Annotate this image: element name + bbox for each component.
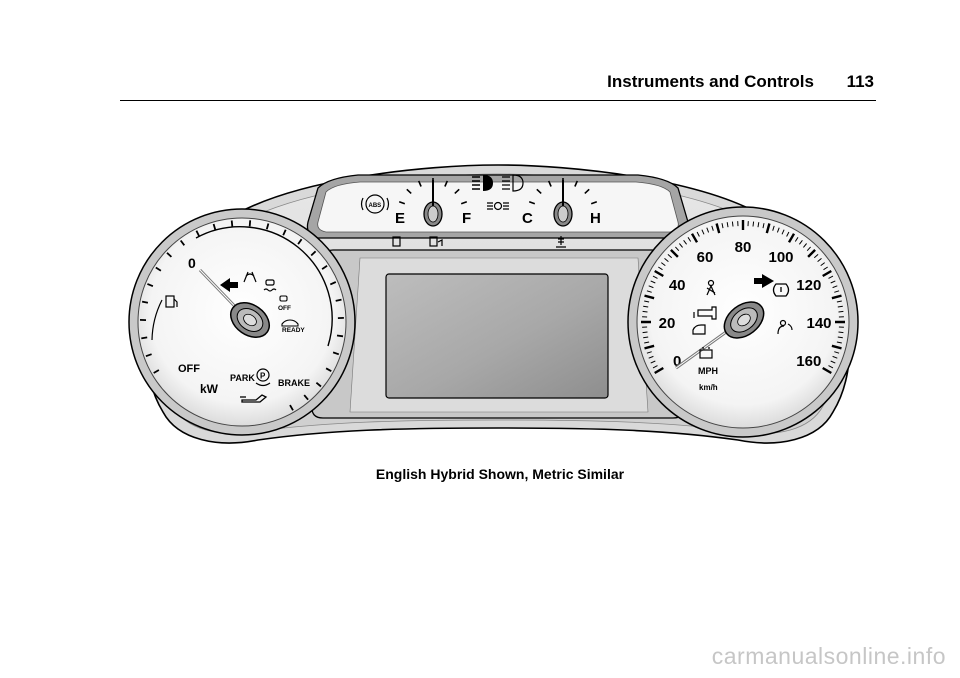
speedometer-major-ticks bbox=[641, 220, 845, 375]
left-arrow-icon bbox=[220, 278, 238, 292]
lane-keep-icon bbox=[243, 271, 257, 283]
temperature-gauge: C H bbox=[522, 178, 601, 248]
fuel-pump-icon bbox=[392, 236, 443, 247]
ready-indicator-label: READY bbox=[282, 327, 305, 334]
park-indicator-label: PARK bbox=[230, 373, 255, 383]
svg-text:P: P bbox=[260, 372, 266, 381]
airbag-icon bbox=[777, 319, 793, 335]
power-unit-label: kW bbox=[200, 382, 219, 396]
speed-tick-label: 140 bbox=[806, 315, 831, 332]
seatbelt-icon bbox=[706, 279, 716, 296]
speed-tick-label: 80 bbox=[735, 239, 752, 256]
speed-tick-label: 120 bbox=[796, 277, 821, 294]
power-off-label: OFF bbox=[178, 363, 200, 375]
esc-off-icon bbox=[279, 295, 288, 302]
speed-tick-label: 160 bbox=[796, 353, 821, 370]
traction-control-icon bbox=[263, 279, 277, 292]
speed-tick-label: 60 bbox=[697, 249, 714, 266]
high-beam-icon bbox=[472, 175, 493, 191]
speed-unit-mph: MPH bbox=[698, 366, 718, 376]
page-number: 113 bbox=[846, 72, 874, 91]
parking-lamp-icon bbox=[487, 201, 509, 211]
instrument-cluster-illustration: 0 OFF kW PARK BRAKE READY OFF P bbox=[128, 164, 859, 444]
ready-car-icon bbox=[281, 319, 299, 327]
battery-icon bbox=[699, 347, 713, 359]
right-arrow-icon bbox=[754, 274, 774, 288]
esc-off-label: OFF bbox=[278, 305, 291, 312]
speed-tick-label: 100 bbox=[768, 249, 793, 266]
section-title: Instruments and Controls bbox=[607, 72, 814, 91]
figure-caption: English Hybrid Shown, Metric Similar bbox=[375, 466, 625, 482]
auto-high-beam-icon bbox=[502, 174, 524, 192]
fuel-empty-label: E bbox=[395, 210, 405, 227]
fuel-door-icon bbox=[165, 295, 178, 308]
speed-tick-label: 40 bbox=[669, 277, 686, 294]
parking-brake-icon bbox=[255, 368, 271, 387]
center-display-screen bbox=[385, 273, 609, 399]
abs-warning-icon bbox=[360, 194, 390, 214]
page-header: Instruments and Controls 113 bbox=[120, 70, 876, 101]
speed-tick-label: 0 bbox=[673, 353, 681, 370]
speed-unit-kmh: km/h bbox=[699, 383, 718, 392]
check-engine-icon bbox=[693, 306, 717, 320]
power-gauge: 0 OFF kW PARK BRAKE READY OFF P bbox=[128, 208, 356, 436]
watermark: carmanualsonline.info bbox=[711, 643, 946, 669]
oil-pressure-icon bbox=[240, 394, 268, 403]
fuel-gauge: E F bbox=[392, 178, 471, 247]
brake-indicator-label: BRAKE bbox=[278, 378, 310, 388]
tire-pressure-icon bbox=[772, 283, 790, 297]
speed-tick-label: 20 bbox=[659, 315, 676, 332]
power-gauge-ticks bbox=[139, 220, 344, 411]
door-ajar-icon bbox=[692, 324, 706, 335]
temp-hot-label: H bbox=[590, 210, 601, 227]
coolant-temp-icon bbox=[556, 236, 566, 248]
fuel-full-label: F bbox=[462, 210, 471, 227]
temp-cold-label: C bbox=[522, 210, 533, 227]
power-zero-label: 0 bbox=[188, 255, 196, 271]
abs-label: ABS bbox=[369, 203, 382, 209]
